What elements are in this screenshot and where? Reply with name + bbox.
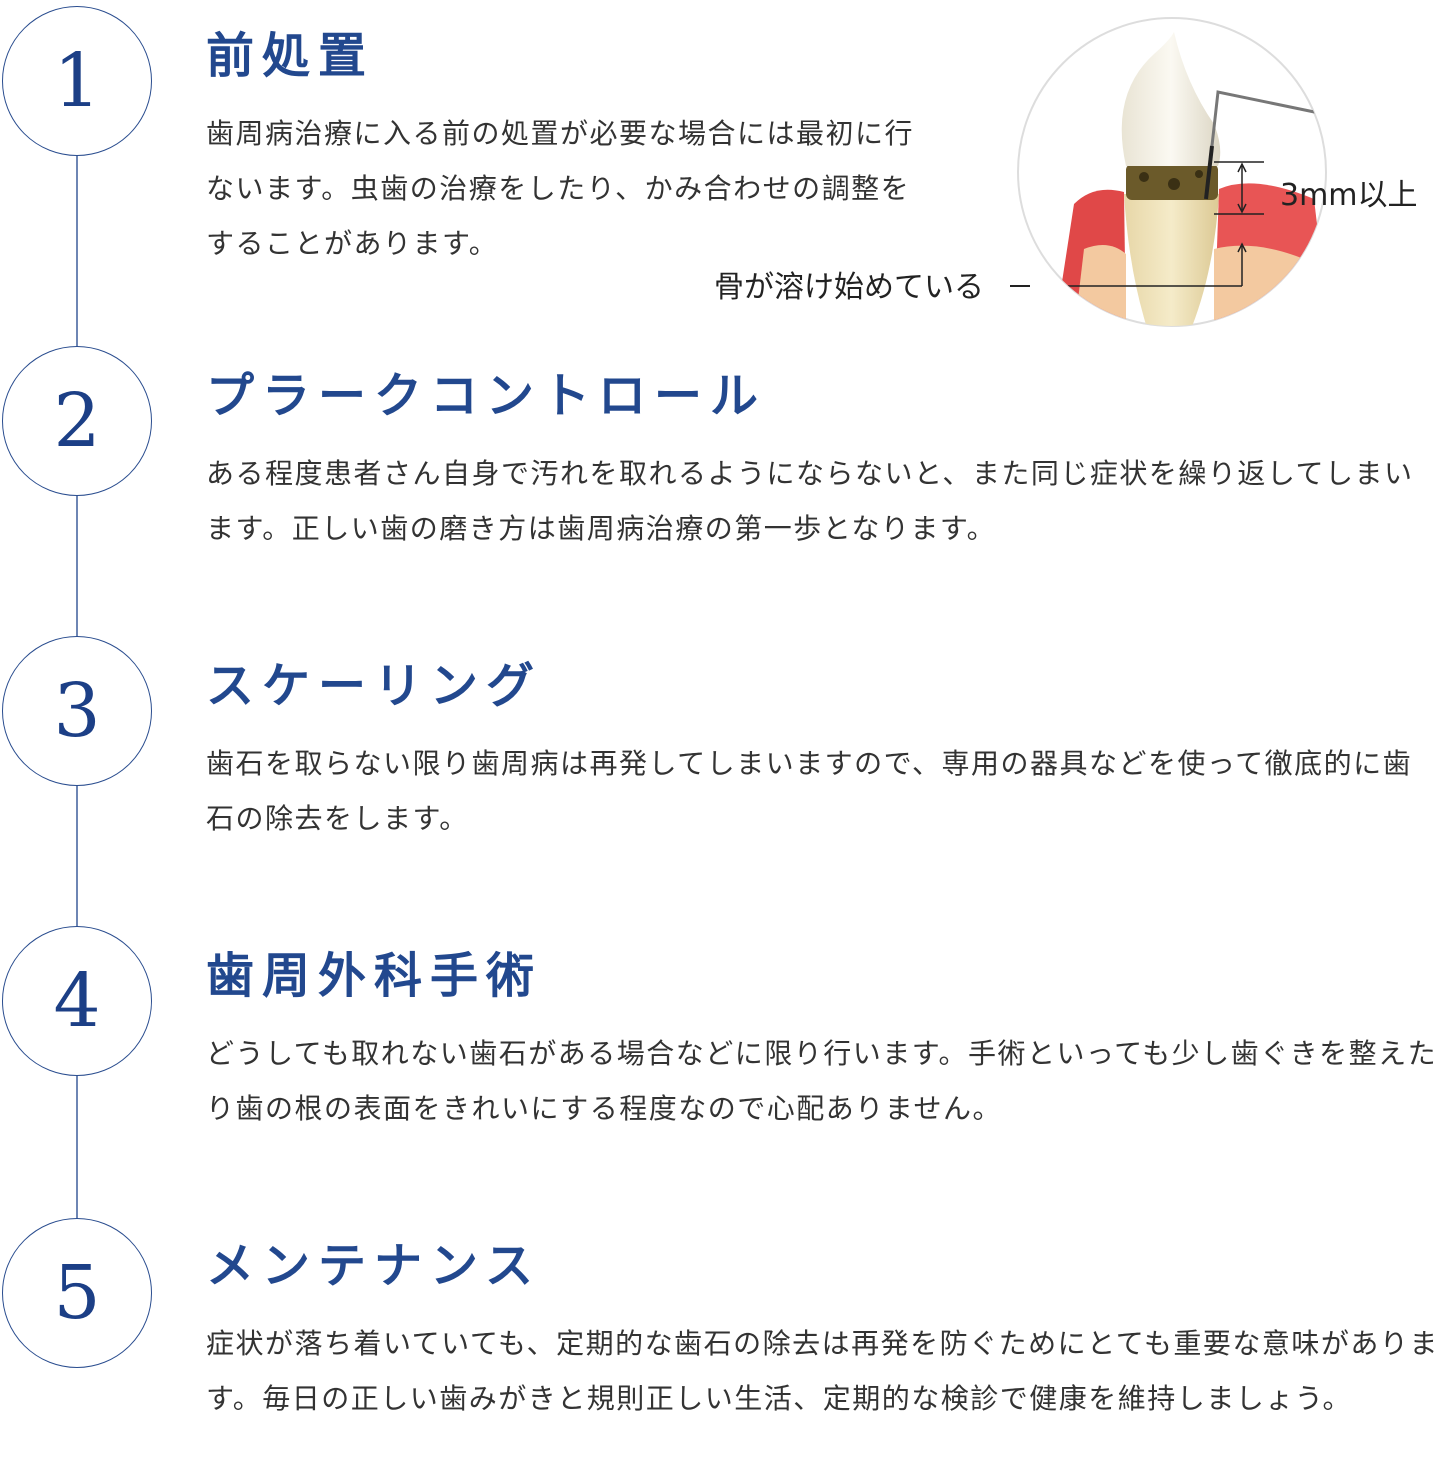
step-title: 歯周外科手術 xyxy=(206,948,543,1004)
step-title: メンテナンス xyxy=(206,1238,542,1294)
step-title: 前処置 xyxy=(206,28,375,84)
tooth-periodontal-illustration xyxy=(1014,17,1327,327)
step-description: 歯石を取らない限り歯周病は再発してしまいますので、専用の器具などを使って徹底的に… xyxy=(206,747,1413,835)
step-number-circle: 4 xyxy=(2,926,152,1076)
step-title: プラークコントロール xyxy=(206,368,767,424)
step-number-circle: 1 xyxy=(2,6,152,156)
step-number-circle: 2 xyxy=(2,346,152,496)
step-description: 症状が落ち着いていても、定期的な歯石の除去は再発を防ぐためにとても重要な意味があ… xyxy=(206,1327,1439,1415)
step-description: ある程度患者さん自身で汚れを取れるようにならないと、また同じ症状を繰り返してしま… xyxy=(206,457,1414,545)
step-title: スケーリング xyxy=(206,658,543,714)
step-description: どうしても取れない歯石がある場合などに限り行います。手術といっても少し歯ぐきを整… xyxy=(206,1037,1438,1125)
bone-label: 骨が溶け始めている xyxy=(714,270,984,305)
bone-leader-line xyxy=(1010,285,1030,287)
step-number-circle: 5 xyxy=(2,1218,152,1368)
step-description: 歯周病治療に入る前の処置が必要な場合には最初に行ないます。虫歯の治療をしたり、か… xyxy=(206,117,915,260)
pocket-depth-label: 3mm以上 xyxy=(1280,178,1418,213)
step-number-circle: 3 xyxy=(2,636,152,786)
